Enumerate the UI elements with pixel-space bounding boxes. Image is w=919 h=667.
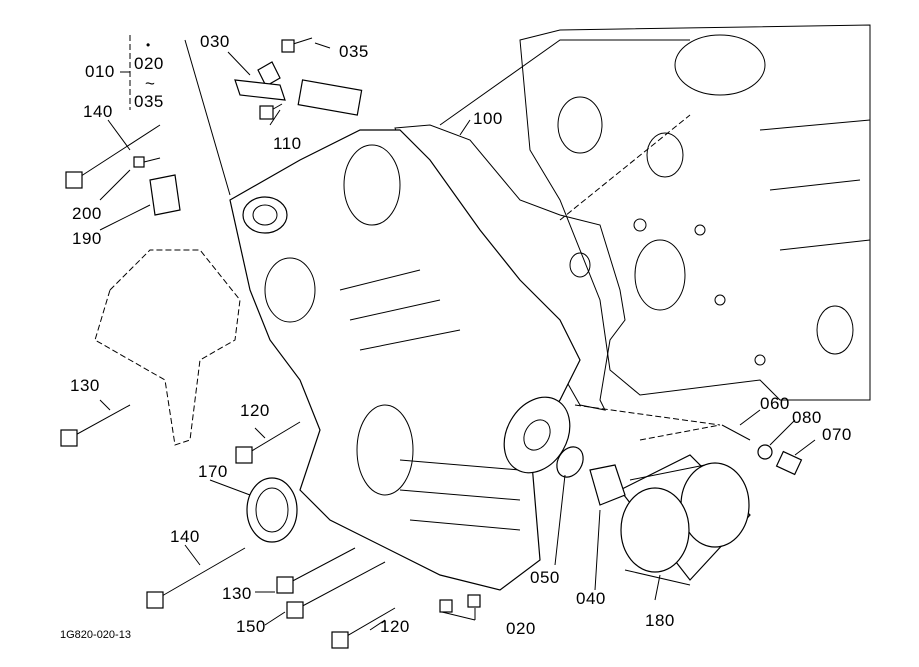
range-tilde: ~ bbox=[145, 74, 156, 93]
part-label-100: 100 bbox=[473, 109, 503, 128]
part-label-120-lower: 120 bbox=[380, 617, 410, 636]
part-label-050: 050 bbox=[530, 568, 560, 587]
part-label-080: 080 bbox=[792, 408, 822, 427]
part-label-020: 020 bbox=[506, 619, 536, 638]
part-label-030: 030 bbox=[200, 32, 230, 51]
part-label-190: 190 bbox=[72, 229, 102, 248]
part-label-130: 130 bbox=[70, 376, 100, 395]
part-label-070: 070 bbox=[822, 425, 852, 444]
part-label-170: 170 bbox=[198, 462, 228, 481]
gear-case bbox=[229, 79, 581, 591]
label-035-range-end: 035 bbox=[134, 92, 164, 111]
part-label-035: 035 bbox=[339, 42, 369, 61]
part-label-130-lower: 130 bbox=[222, 584, 252, 603]
oil-filter bbox=[619, 454, 751, 586]
bolts bbox=[60, 37, 396, 649]
label-020-range-start: 020 bbox=[134, 54, 164, 73]
part-label-140: 140 bbox=[83, 102, 113, 121]
part-label-060: 060 bbox=[760, 394, 790, 413]
leader-lines bbox=[99, 35, 816, 631]
part-label-180: 180 bbox=[645, 611, 675, 630]
part-label-150: 150 bbox=[236, 617, 266, 636]
part-label-140-lower: 140 bbox=[170, 527, 200, 546]
small-parts bbox=[149, 61, 803, 613]
label-010: 010 bbox=[85, 62, 115, 81]
part-label-120: 120 bbox=[240, 401, 270, 420]
group-bullet: • bbox=[146, 38, 151, 52]
part-label-110: 110 bbox=[273, 134, 302, 153]
figure-id: 1G820-020-13 bbox=[60, 629, 131, 641]
water-pump-outline bbox=[94, 249, 241, 446]
part-label-200: 200 bbox=[72, 204, 102, 223]
engine-block bbox=[519, 24, 871, 401]
part-label-040: 040 bbox=[576, 589, 606, 608]
